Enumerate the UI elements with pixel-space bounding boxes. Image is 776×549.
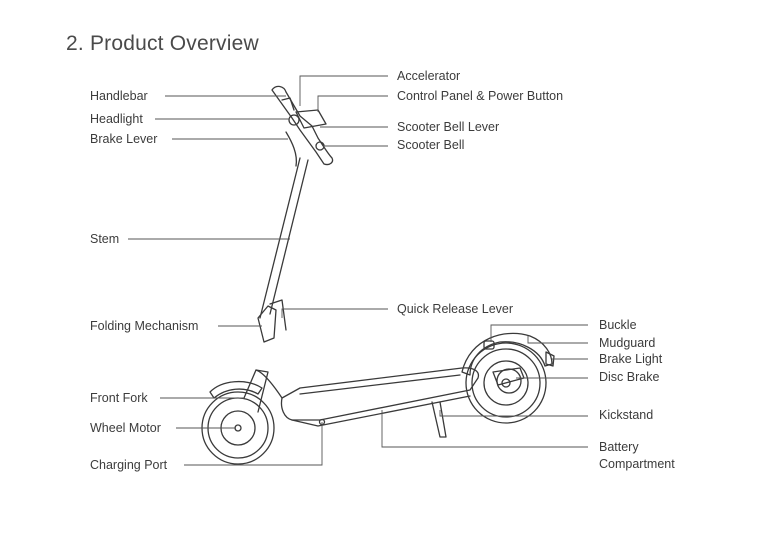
leader-lines [128,75,588,466]
headlight-part [288,114,300,126]
stem-part [259,157,301,319]
label-brake-lever: Brake Lever [90,132,158,146]
label-accelerator: Accelerator [397,69,461,83]
label-front-fork: Front Fork [90,391,148,405]
label-scooter-bell-lever: Scooter Bell Lever [397,120,500,134]
label-charging-port: Charging Port [90,458,168,472]
label-scooter-bell: Scooter Bell [397,138,465,152]
brake-lever-part [285,131,298,167]
brake-light [545,351,555,367]
label-battery-compartment-1: Battery [599,440,639,454]
front-fork [243,369,269,413]
handlebar-part [271,85,334,166]
label-brake-light: Brake Light [599,352,663,366]
deck [280,367,480,421]
mudguard [461,332,553,376]
label-buckle: Buckle [599,318,637,332]
label-kickstand: Kickstand [599,408,654,422]
label-disc-brake: Disc Brake [599,370,660,384]
rear-wheel [465,342,547,424]
label-quick-release-lever: Quick Release Lever [397,302,514,316]
control-panel-part [295,109,327,129]
label-control-panel: Control Panel & Power Button [397,89,564,103]
page-title: 2. Product Overview [66,32,259,55]
label-stem: Stem [90,232,120,246]
label-headlight: Headlight [90,112,143,126]
label-mudguard: Mudguard [599,336,656,350]
label-folding-mechanism: Folding Mechanism [90,319,199,333]
buckle [483,340,495,350]
label-wheel-motor: Wheel Motor [90,421,161,435]
kickstand [431,401,447,438]
front-mudguard [209,381,263,399]
folding-mechanism-part [257,305,277,343]
label-handlebar: Handlebar [90,89,148,103]
label-battery-compartment-2: Compartment [599,457,675,471]
